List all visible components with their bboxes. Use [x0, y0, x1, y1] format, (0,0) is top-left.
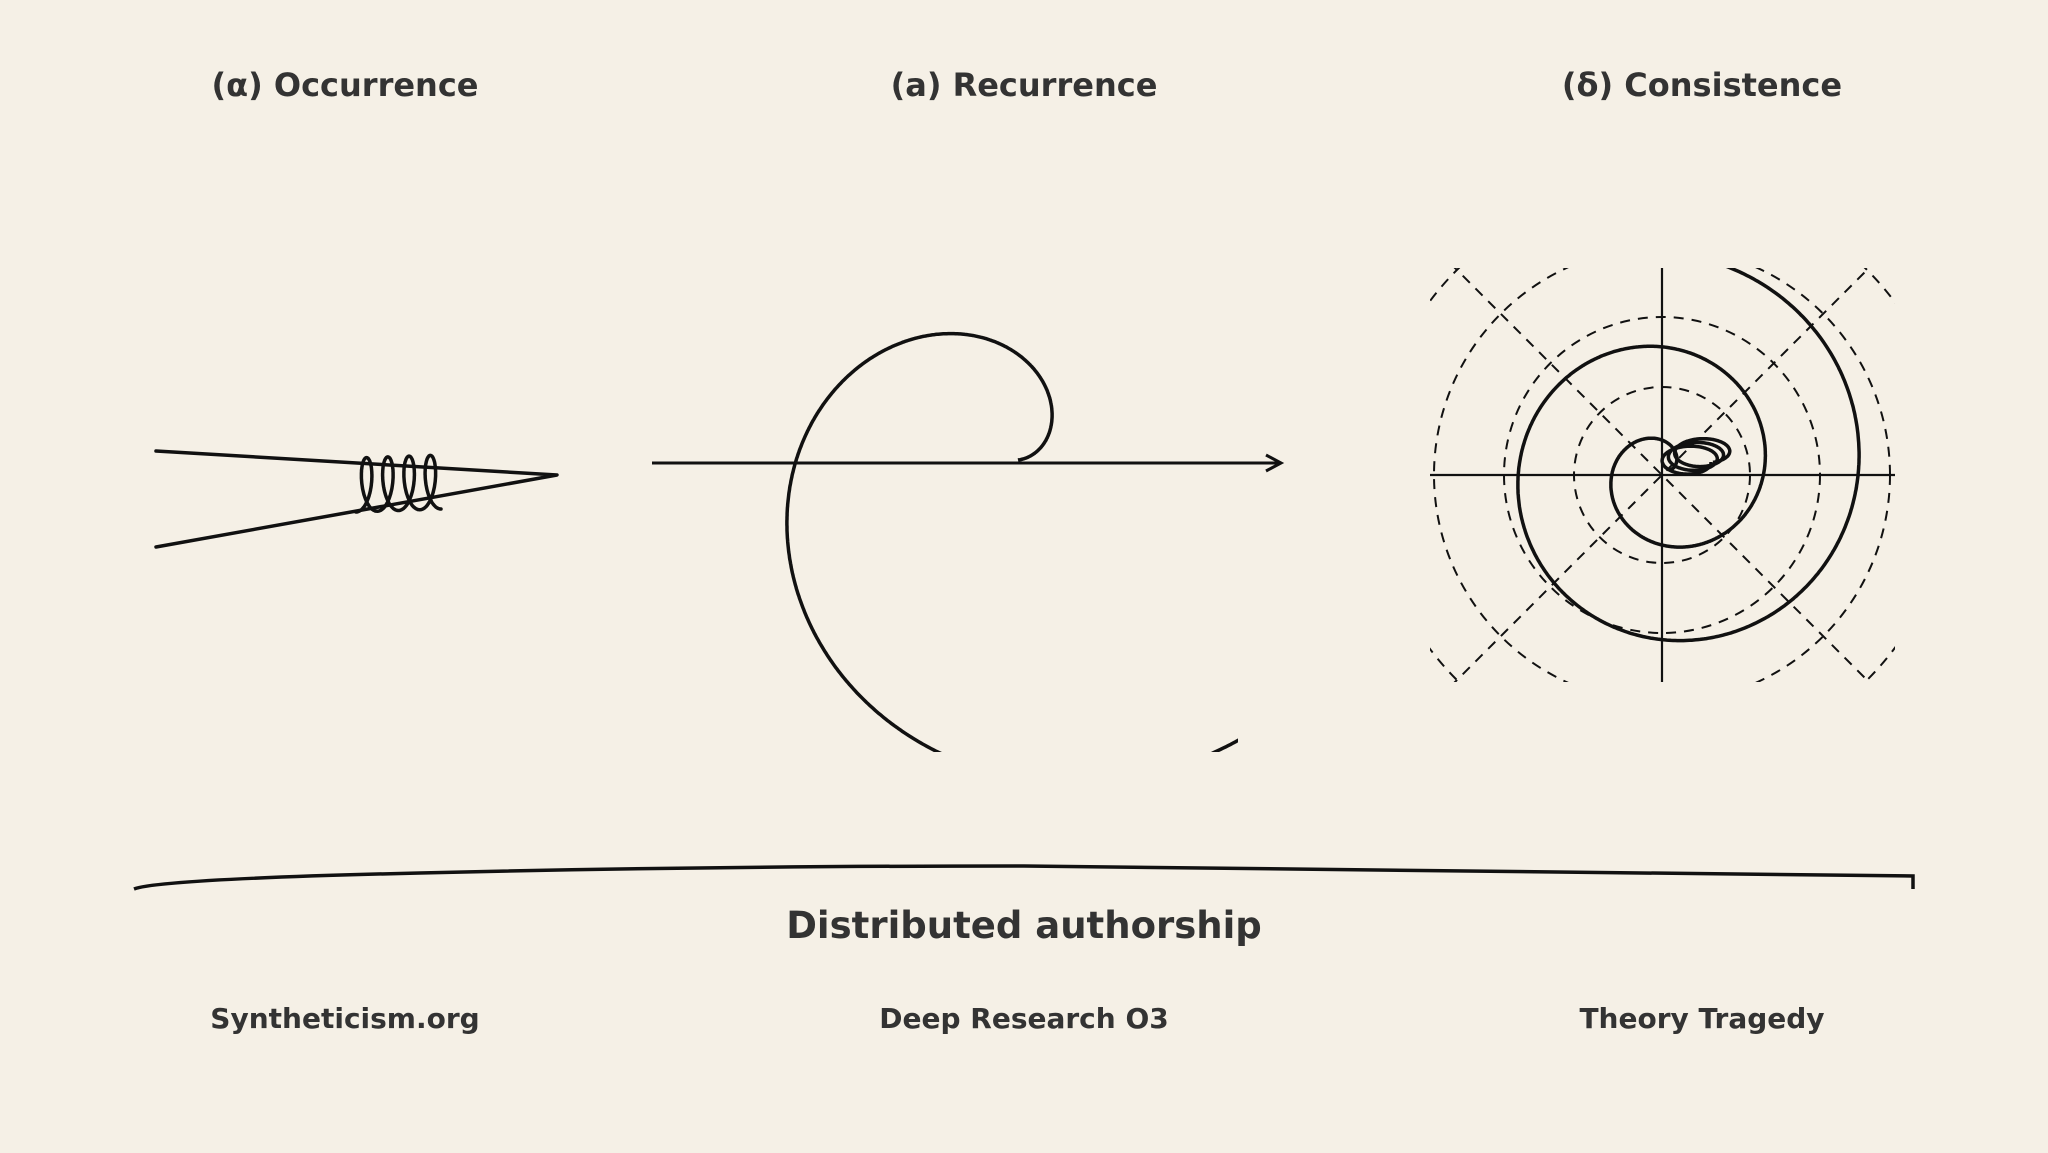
panel-title-recurrence: (a) Recurrence	[890, 66, 1158, 104]
footer-syntheticism: Syntheticism.org	[210, 1002, 480, 1035]
panel-title-consistence: (δ) Consistence	[1561, 66, 1843, 104]
distributed-bracket	[133, 864, 1915, 891]
footer-theory-tragedy: Theory Tragedy	[1579, 1002, 1825, 1035]
recurrence-axis-arrow	[652, 453, 1285, 473]
consistence-axes	[1430, 268, 1895, 682]
footer-deep-research: Deep Research O3	[879, 1002, 1169, 1035]
dashed-diagonal	[1453, 268, 1871, 682]
caption-distributed-authorship: Distributed authorship	[786, 904, 1262, 947]
occurrence-coil	[354, 453, 443, 514]
panel-title-occurrence: (α) Occurrence	[211, 66, 479, 104]
arrowhead-icon	[1265, 453, 1285, 473]
consistence-spiral	[1516, 268, 1861, 643]
recurrence-figure	[785, 331, 1238, 752]
consistence-figure	[1430, 268, 1895, 682]
occurrence-wedge	[154, 449, 559, 549]
recurrence-spiral	[785, 331, 1238, 752]
occurrence-figure	[154, 449, 559, 549]
consistence-coil	[1660, 436, 1732, 476]
dashed-diagonal	[1453, 268, 1871, 682]
